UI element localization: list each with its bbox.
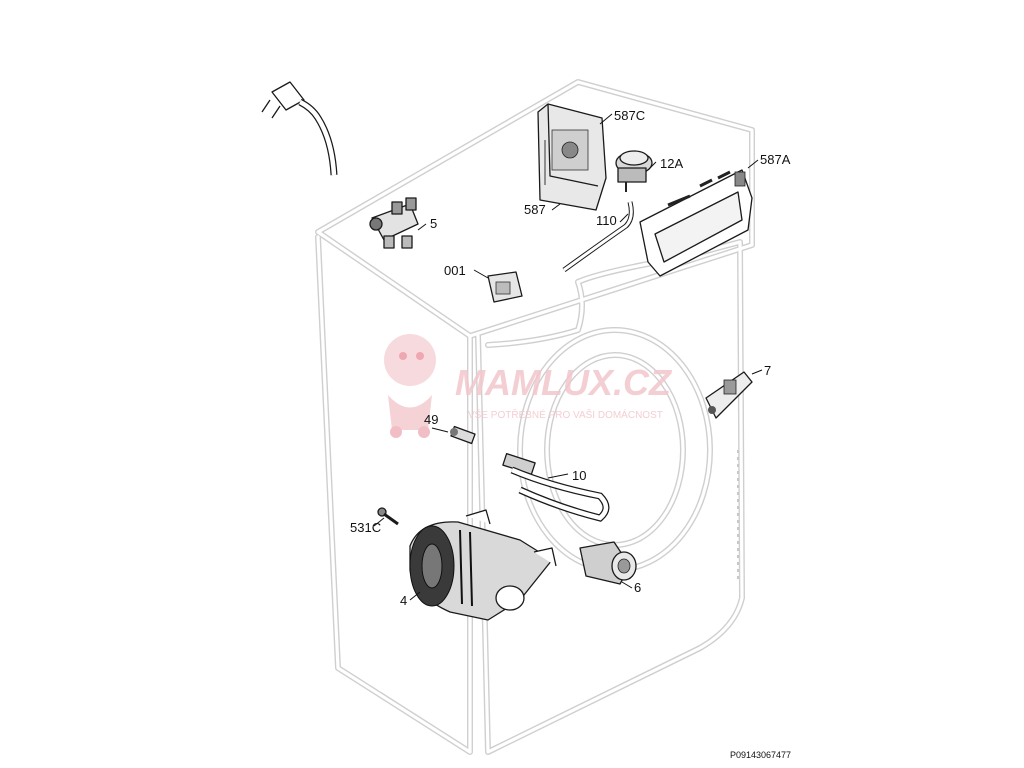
- control-panel-part: [639, 169, 753, 277]
- heating-element-part: [502, 453, 610, 522]
- callout-110: 110: [596, 213, 617, 228]
- callout-49: 49: [424, 412, 438, 427]
- callout-587: 587: [524, 202, 546, 217]
- inlet-valve-part: [369, 197, 419, 249]
- callout-531C: 531C: [350, 520, 381, 535]
- motor-part: [409, 509, 557, 621]
- power-cord-part: [261, 81, 338, 176]
- callout-5: 5: [430, 216, 437, 231]
- sensor-part: [450, 425, 476, 445]
- callout-4: 4: [400, 593, 407, 608]
- door-interlock-part: [705, 371, 753, 419]
- watermark-brand: MAMLUX.CZ: [455, 362, 673, 403]
- relay-part: [487, 271, 523, 303]
- screw-part: [377, 507, 399, 526]
- callout-12A: 12A: [660, 156, 683, 171]
- watermark: MAMLUX.CZ VŠE POTŘEBNÉ PRO VAŠI DOMÁCNOS…: [384, 334, 673, 438]
- callout-7: 7: [764, 363, 771, 378]
- leader-lines: [373, 113, 763, 601]
- callout-10: 10: [572, 468, 586, 483]
- electronic-module-part: [537, 103, 607, 211]
- watermark-mascot-icon: [384, 334, 436, 438]
- callout-587A: 587A: [760, 152, 791, 167]
- watermark-tagline: VŠE POTŘEBNÉ PRO VAŠI DOMÁCNOST: [468, 408, 663, 421]
- callout-587C: 587C: [614, 108, 645, 123]
- reference-number: P09143067477: [730, 750, 791, 760]
- callout-001: 001: [444, 263, 466, 278]
- drain-pump-part: [579, 541, 637, 585]
- pressure-switch-part: [615, 150, 653, 192]
- callout-6: 6: [634, 580, 641, 595]
